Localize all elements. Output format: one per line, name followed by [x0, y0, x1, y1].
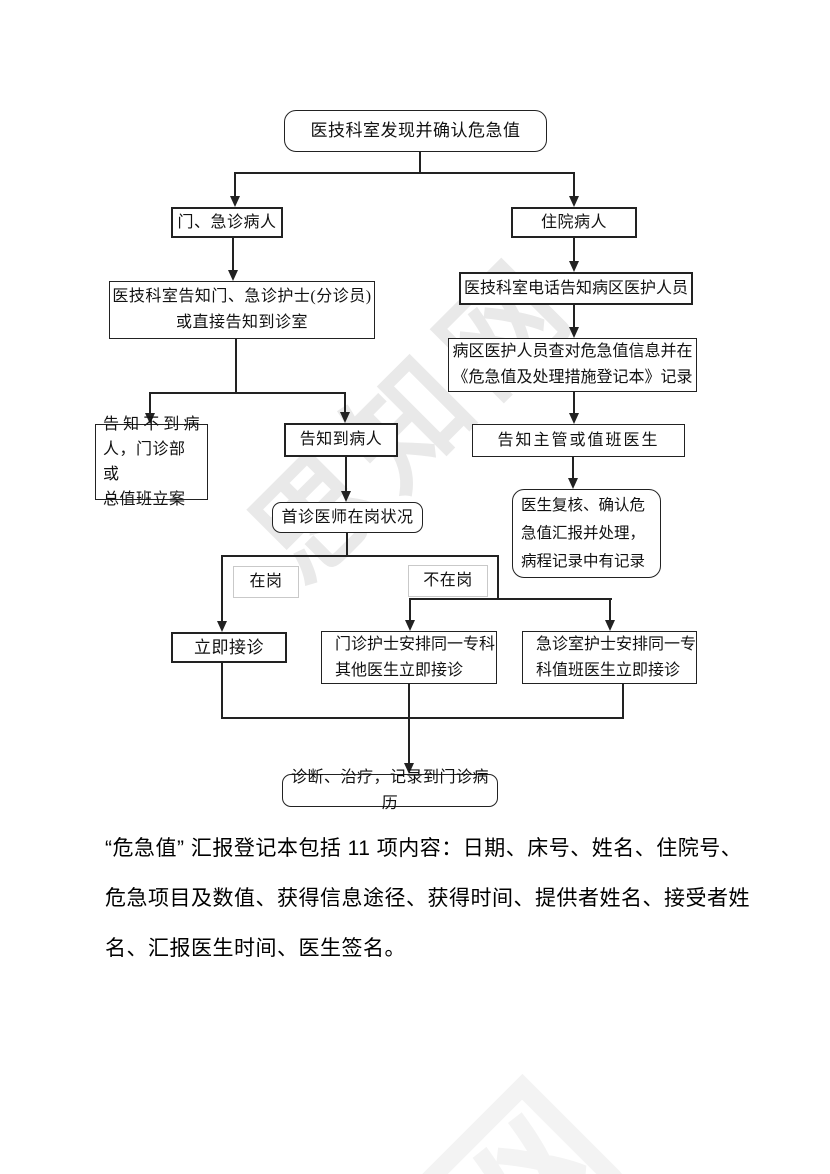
connector	[221, 555, 223, 622]
node-outpatient-notify: 医技科室告知门、急诊护士(分诊员) 或直接告知到诊室	[109, 281, 375, 339]
node-outpatient-nurse-line2: 其他医生立即接诊	[335, 661, 464, 679]
connector	[622, 684, 624, 719]
node-inpatient-label: 住院病人	[540, 213, 607, 231]
node-doctor-review-line2: 急值汇报并处理，	[521, 524, 646, 542]
label-on-duty-text: 在岗	[249, 573, 283, 590]
node-doctor-review-line3: 病程记录中有记录	[521, 552, 646, 570]
arrow-head	[605, 620, 615, 631]
arrow-head	[404, 763, 414, 774]
node-doctor-review: 医生复核、确认危 急值汇报并处理， 病程记录中有记录	[512, 489, 661, 578]
node-emergency-nurse-line1: 急诊室护士安排同一专	[536, 635, 697, 653]
arrow-head	[217, 621, 227, 632]
node-ward-check-line1: 病区医护人员查对危急值信息并在	[452, 343, 693, 360]
node-not-reached-line2: 人，门诊部或	[103, 441, 186, 483]
arrow-head	[569, 261, 579, 272]
connector	[235, 339, 237, 394]
arrow-head	[340, 412, 350, 423]
node-reached-label: 告知到病人	[299, 431, 383, 448]
node-outpatient-notify-line1: 医技科室告知门、急诊护士(分诊员)	[112, 288, 372, 305]
connector	[573, 238, 575, 262]
node-outpatient-notify-line2: 或直接告知到诊室	[175, 314, 308, 331]
arrow-head	[405, 620, 415, 631]
connector	[572, 457, 574, 479]
arrow-head	[568, 478, 578, 489]
node-reached: 告知到病人	[284, 423, 398, 457]
connector	[234, 172, 575, 174]
connector	[409, 598, 411, 621]
node-outpatient-label: 门、急诊病人	[177, 213, 277, 231]
node-not-reached: 告知不到病 人，门诊部或 总值班立案	[95, 416, 208, 508]
arrow-head	[230, 196, 240, 207]
node-inpatient-notify-label: 医技科室电话告知病区医护人员	[463, 279, 688, 297]
connector	[346, 533, 348, 557]
node-not-reached-line1: 告知不到病	[103, 416, 200, 433]
connector	[408, 684, 410, 764]
node-notify-doctor: 告知主管或值班医生	[472, 424, 685, 457]
watermark-bottom: 网	[395, 1053, 657, 1174]
footnote-paragraph: “危急值” 汇报登记本包括 11 项内容：日期、床号、姓名、住院号、 危急项目及…	[105, 824, 765, 974]
node-outpatient: 门、急诊病人	[171, 207, 283, 238]
footnote-line3: 名、汇报医生时间、医生签名。	[105, 937, 406, 960]
node-outpatient-nurse-line1: 门诊护士安排同一专科	[335, 635, 496, 653]
connector	[344, 392, 346, 413]
connector	[409, 598, 612, 600]
label-on-duty: 在岗	[233, 566, 299, 598]
connector	[221, 717, 624, 719]
node-start-label: 医技科室发现并确认危急值	[310, 121, 521, 140]
connector	[221, 663, 223, 719]
connector	[573, 392, 575, 414]
arrow-head	[569, 327, 579, 338]
connector	[573, 305, 575, 328]
node-ward-check: 病区医护人员查对危急值信息并在 《危急值及处理措施登记本》记录	[448, 338, 697, 392]
node-ward-check-line2: 《危急值及处理措施登记本》记录	[452, 369, 693, 386]
node-not-reached-line3: 总值班立案	[103, 491, 186, 508]
node-immediate-visit-label: 立即接诊	[194, 637, 264, 657]
node-diagnosis: 诊断、治疗，记录到门诊病历	[282, 769, 498, 812]
connector	[609, 598, 611, 621]
arrow-head	[341, 491, 351, 502]
node-first-doctor-status-label: 首诊医师在岗状况	[281, 508, 414, 526]
connector	[149, 392, 346, 394]
node-inpatient-notify: 医技科室电话告知病区医护人员	[459, 272, 693, 305]
node-emergency-nurse-arrange: 急诊室护士安排同一专 科值班医生立即接诊	[522, 631, 697, 684]
connector	[232, 238, 234, 271]
node-outpatient-nurse-arrange: 门诊护士安排同一专科 其他医生立即接诊	[321, 631, 497, 684]
arrow-head	[228, 270, 238, 281]
label-off-duty: 不在岗	[408, 565, 488, 597]
connector	[573, 172, 575, 197]
node-immediate-visit: 立即接诊	[171, 632, 287, 663]
node-first-doctor-status: 首诊医师在岗状况	[272, 502, 423, 533]
arrow-head	[145, 413, 155, 424]
footnote-line1: “危急值” 汇报登记本包括 11 项内容：日期、床号、姓名、住院号、	[105, 837, 743, 860]
connector	[497, 555, 499, 600]
node-diagnosis-label: 诊断、治疗，记录到门诊病历	[290, 768, 489, 812]
connector	[234, 172, 236, 197]
node-notify-doctor-label: 告知主管或值班医生	[497, 431, 660, 449]
connector	[345, 457, 347, 492]
node-emergency-nurse-line2: 科值班医生立即接诊	[536, 661, 681, 679]
footnote-line2: 危急项目及数值、获得信息途径、获得时间、提供者姓名、接受者姓	[105, 887, 750, 910]
node-inpatient: 住院病人	[511, 207, 637, 238]
arrow-head	[569, 413, 579, 424]
node-doctor-review-line1: 医生复核、确认危	[521, 496, 646, 514]
label-off-duty-text: 不在岗	[423, 572, 473, 589]
connector	[221, 555, 499, 557]
node-start: 医技科室发现并确认危急值	[284, 110, 547, 152]
arrow-head	[569, 196, 579, 207]
connector	[419, 151, 421, 174]
connector	[149, 392, 151, 414]
